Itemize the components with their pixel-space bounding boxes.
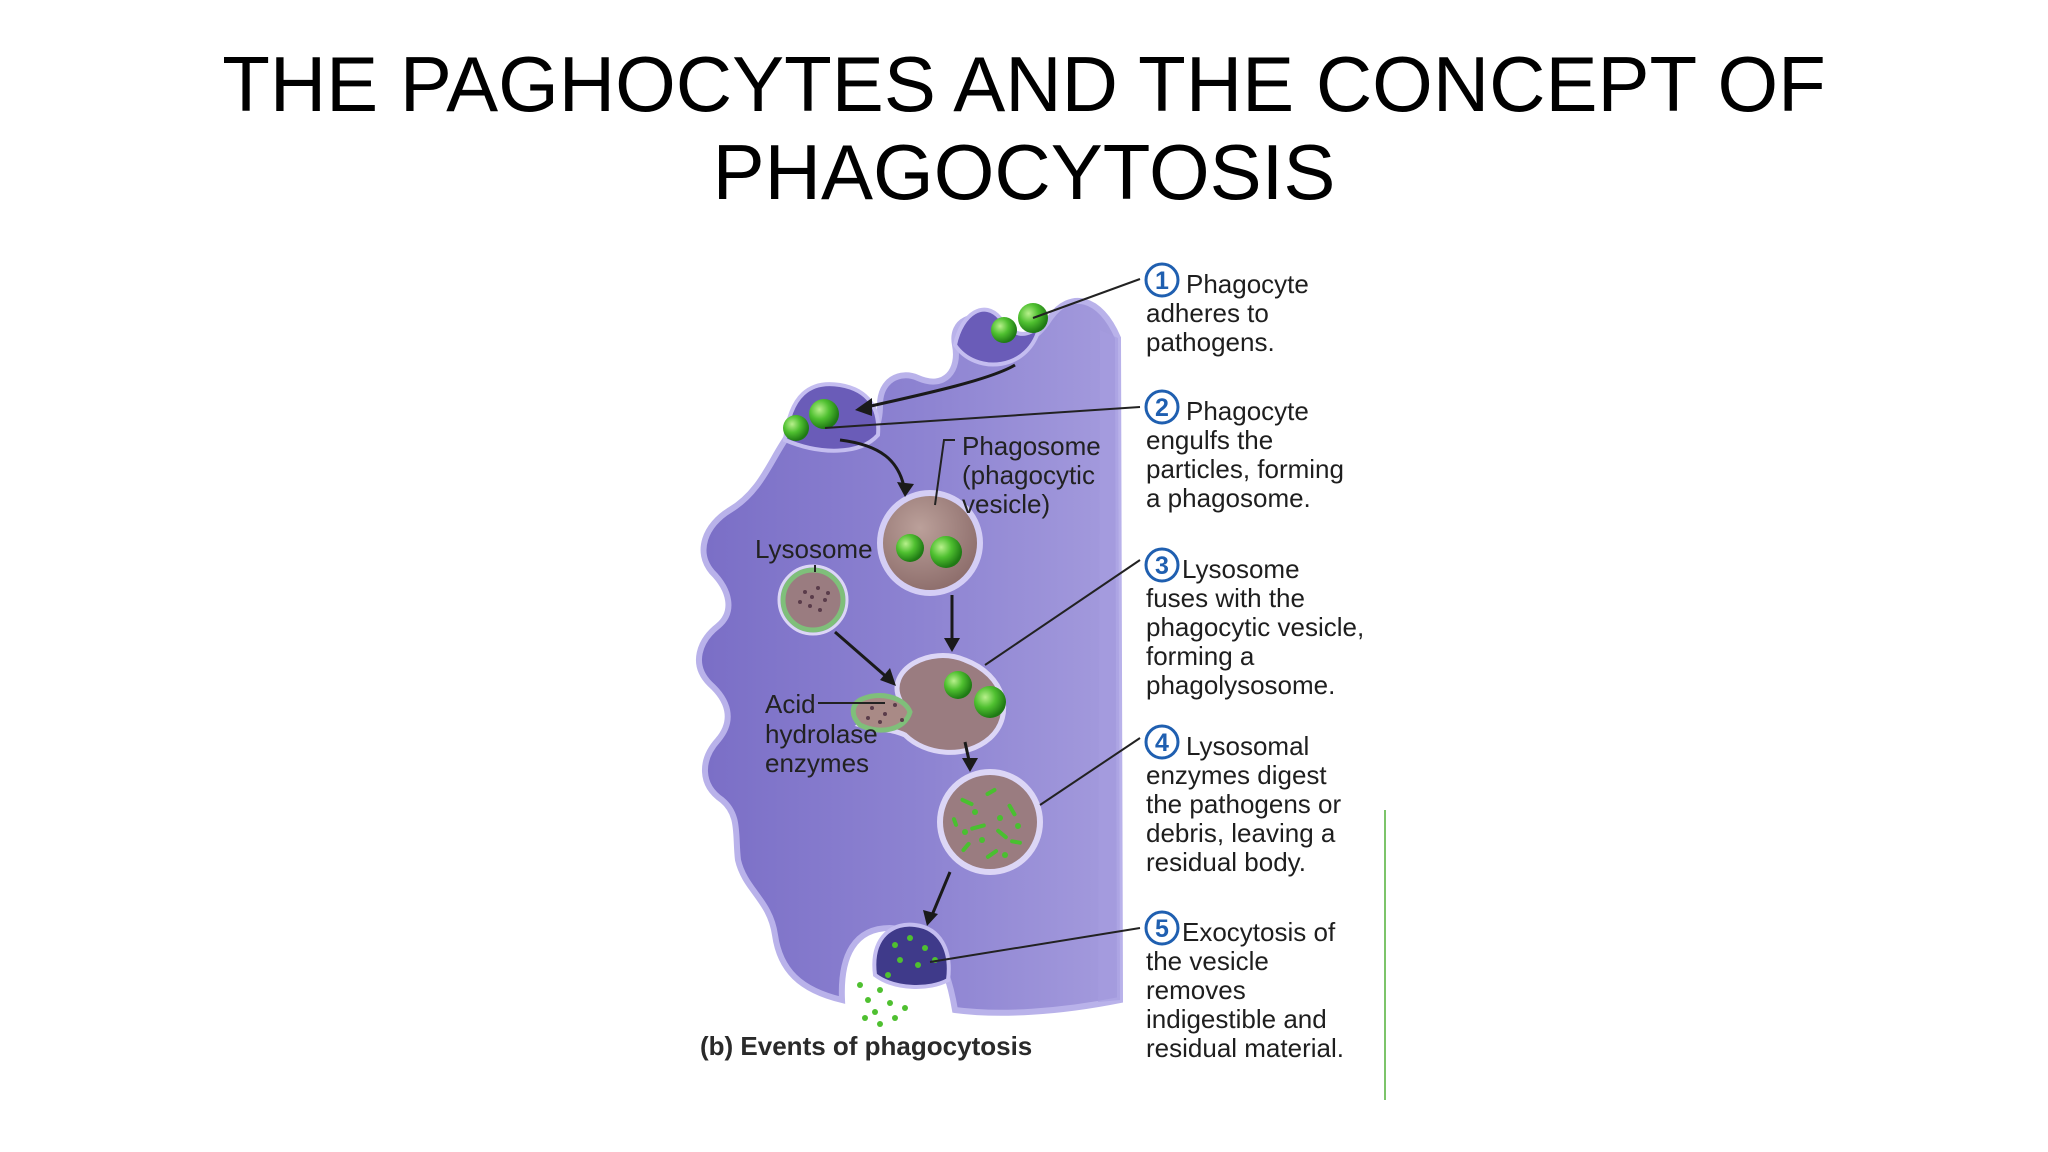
- lysosome-label: Lysosome: [755, 534, 873, 564]
- pathogen: [783, 415, 809, 441]
- step-text-line: engulfs the: [1146, 425, 1273, 455]
- step-2: 2 Phagocyte engulfs the particles, formi…: [1144, 389, 1344, 513]
- step-text-line: Phagocyte: [1186, 269, 1309, 299]
- step-number-circle: [1144, 910, 1180, 946]
- step-number-circle: [1144, 724, 1180, 760]
- step-text-line: the vesicle: [1146, 946, 1269, 976]
- step-1: 1 Phagocyte adheres to pathogens.: [1144, 262, 1309, 357]
- step-number: 4: [1155, 729, 1169, 757]
- step-text-line: removes: [1146, 975, 1246, 1005]
- phagocyte-cell: [696, 298, 1124, 1016]
- slide-title-line-1: THE PAGHOCYTES AND THE CONCEPT OF: [222, 40, 1826, 128]
- acid-hydrolase-label-line: hydrolase: [765, 719, 878, 749]
- step-text-line: debris, leaving a: [1146, 818, 1336, 848]
- step-number: 3: [1155, 552, 1169, 580]
- phagosome-label-line: vesicle): [962, 489, 1050, 519]
- digesting-vesicle: [937, 769, 1043, 875]
- step-text-line: a phagosome.: [1146, 483, 1311, 513]
- step-text-line: enzymes digest: [1146, 760, 1327, 790]
- step-number-circle: [1144, 547, 1180, 583]
- step-text-line: Phagocyte: [1186, 396, 1309, 426]
- phagosome-label-line: (phagocytic: [962, 460, 1095, 490]
- step-text-line: fuses with the: [1146, 583, 1305, 613]
- pathogen: [991, 317, 1017, 343]
- acid-hydrolase-label: Acid hydrolase enzymes: [765, 689, 878, 778]
- step-number: 2: [1155, 394, 1169, 422]
- diagram-caption: (b) Events of phagocytosis: [700, 1031, 1032, 1061]
- step-text-line: the pathogens or: [1146, 789, 1341, 819]
- step-text-line: Lysosomal: [1186, 731, 1309, 761]
- cell-membrane-edge: [1098, 330, 1120, 1002]
- step-text-line: residual body.: [1146, 847, 1306, 877]
- lysosome: [777, 564, 849, 636]
- arrow-heads: [855, 398, 978, 926]
- step-text-line: phagocytic vesicle,: [1146, 612, 1364, 642]
- leader-lines: [814, 278, 1141, 963]
- step-3: 3 Lysosome fuses with the phagocytic ves…: [1144, 547, 1364, 700]
- slide-title-line-2: PHAGOCYTOSIS: [712, 128, 1336, 216]
- acid-hydrolase-label-line: Acid: [765, 689, 816, 719]
- pathogen: [809, 399, 839, 429]
- step-number-circle: [1144, 262, 1180, 298]
- step-text-line: particles, forming: [1146, 454, 1344, 484]
- phagosome-vesicle: [877, 490, 983, 596]
- step-text-line: forming a: [1146, 641, 1255, 671]
- step-text-line: residual material.: [1146, 1033, 1344, 1063]
- step-number: 1: [1155, 267, 1169, 295]
- step-text-line: pathogens.: [1146, 327, 1275, 357]
- step-text-line: phagolysosome.: [1146, 670, 1335, 700]
- step-text-line: Lysosome: [1182, 554, 1300, 584]
- exocytosis-pocket: [857, 922, 951, 1027]
- step-5: 5 Exocytosis of the vesicle removes indi…: [1144, 910, 1344, 1063]
- slide-title: THE PAGHOCYTES AND THE CONCEPT OF PHAGOC…: [0, 40, 2048, 216]
- phagolysosome: [850, 653, 1007, 755]
- phagosome-label-line: Phagosome: [962, 431, 1101, 461]
- step-number: 5: [1155, 915, 1169, 943]
- acid-hydrolase-label-line: enzymes: [765, 748, 869, 778]
- step-text-line: Exocytosis of: [1182, 917, 1336, 947]
- step-number-circle: [1144, 389, 1180, 425]
- phagosome-label: Phagosome (phagocytic vesicle): [962, 431, 1101, 519]
- step-text-line: adheres to: [1146, 298, 1269, 328]
- step-4: 4 Lysosomal enzymes digest the pathogens…: [1144, 724, 1341, 877]
- process-arrows: [834, 363, 1016, 921]
- step-text-line: indigestible and: [1146, 1004, 1327, 1034]
